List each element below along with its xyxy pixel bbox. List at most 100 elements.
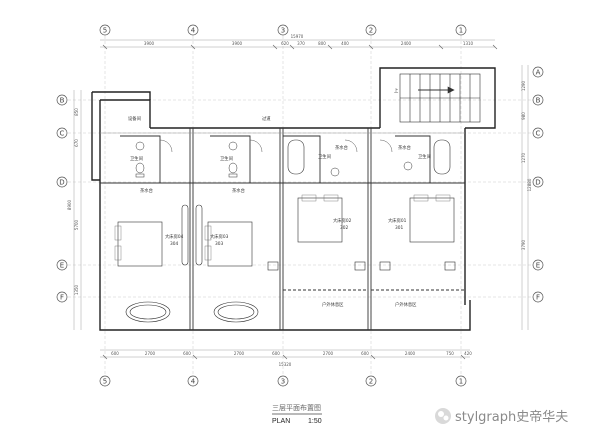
svg-text:15320: 15320: [279, 362, 292, 367]
svg-text:大床房01: 大床房01: [388, 217, 407, 224]
svg-text:1270: 1270: [521, 152, 526, 163]
right-axis-markers: [532, 66, 544, 303]
svg-text:3790: 3790: [521, 239, 526, 250]
svg-text:卫生间: 卫生间: [318, 153, 331, 160]
exterior-walls: [91, 67, 496, 331]
svg-text:12880: 12880: [527, 178, 532, 191]
svg-text:2400: 2400: [405, 351, 416, 356]
room-labels: 设备间 过道 卫生间 卫生间 卫生间 卫生间 茶水台 茶水台 茶水台 茶水台 大…: [128, 115, 431, 308]
svg-text:850: 850: [74, 108, 79, 116]
beds: [117, 197, 455, 267]
svg-text:303: 303: [215, 241, 223, 247]
left-axis-markers: [56, 94, 68, 303]
svg-text:980: 980: [521, 112, 526, 120]
left-dimension-values: 850 670 5700 1350 8900: [67, 108, 79, 295]
svg-text:620: 620: [281, 41, 289, 46]
watermark: stylgraph史帝华夫: [435, 408, 568, 425]
svg-text:C: C: [60, 130, 65, 138]
doors: [159, 139, 393, 153]
svg-text:D: D: [59, 179, 64, 187]
svg-text:15970: 15970: [291, 34, 304, 39]
bottom-dimension-values: 600 2700 600 2700 600 2700 600 2400 750 …: [111, 351, 472, 367]
svg-text:茶水台: 茶水台: [398, 144, 411, 151]
svg-text:茶水台: 茶水台: [232, 187, 245, 194]
svg-text:3900: 3900: [232, 41, 243, 46]
svg-text:三层平面布置图: 三层平面布置图: [272, 403, 321, 412]
svg-text:3900: 3900: [144, 41, 155, 46]
svg-text:1: 1: [459, 378, 463, 386]
svg-text:PLAN: PLAN: [272, 418, 290, 425]
svg-text:1310: 1310: [463, 41, 474, 46]
svg-text:5: 5: [103, 27, 107, 35]
bottom-axis-labels: 5 4 3 2 1: [103, 378, 463, 386]
left-axis-labels: B C D E F: [59, 97, 64, 302]
svg-text:茶水台: 茶水台: [140, 187, 153, 194]
svg-text:750: 750: [446, 351, 454, 356]
svg-text:B: B: [60, 97, 65, 105]
svg-text:3: 3: [281, 378, 285, 386]
svg-text:370: 370: [297, 41, 305, 46]
interior-walls: [100, 128, 465, 330]
bed-pillows: [114, 194, 451, 261]
svg-text:304: 304: [170, 241, 178, 247]
svg-text:C: C: [536, 130, 541, 138]
top-axis-labels: 5 4 3 2 1: [103, 27, 463, 35]
svg-text:8900: 8900: [67, 199, 72, 210]
svg-text:1: 1: [459, 27, 463, 35]
svg-text:2700: 2700: [145, 351, 156, 356]
stair: [399, 73, 481, 123]
svg-text:2700: 2700: [323, 351, 334, 356]
svg-text:卫生间: 卫生间: [418, 153, 431, 160]
stair-label: 上: [394, 87, 399, 94]
top-axis-markers: [99, 24, 467, 36]
svg-text:2: 2: [369, 378, 373, 386]
decor-columns: [181, 204, 456, 271]
svg-text:大床房02: 大床房02: [333, 217, 352, 224]
svg-text:302: 302: [340, 225, 348, 231]
svg-text:大床房03: 大床房03: [210, 233, 229, 240]
svg-text:600: 600: [361, 351, 369, 356]
svg-text:户外休息区: 户外休息区: [395, 301, 417, 308]
bottom-axis-markers: [99, 375, 467, 387]
svg-text:1290: 1290: [521, 80, 526, 91]
right-axis-labels: A B C D E F: [535, 69, 540, 302]
svg-text:过道: 过道: [262, 115, 271, 122]
right-dimension-values: 1290 980 1270 3790 12880: [521, 80, 532, 250]
bathtubs: [125, 139, 451, 323]
svg-text:600: 600: [183, 351, 191, 356]
dimension-ticks: [102, 44, 498, 360]
svg-text:D: D: [535, 179, 540, 187]
svg-text:4: 4: [191, 27, 196, 35]
svg-text:设备间: 设备间: [128, 115, 141, 122]
svg-text:A: A: [536, 69, 541, 77]
svg-text:600: 600: [111, 351, 119, 356]
svg-text:400: 400: [341, 41, 349, 46]
svg-text:1350: 1350: [74, 284, 79, 295]
svg-text:3: 3: [281, 27, 285, 35]
svg-text:1:50: 1:50: [308, 418, 322, 425]
svg-text:E: E: [60, 262, 64, 270]
svg-text:卫生间: 卫生间: [130, 155, 143, 162]
svg-text:4: 4: [191, 378, 196, 386]
svg-text:800: 800: [318, 41, 326, 46]
top-dimension-values: 3900 3900 620 370 800 400 2400 1310 1597…: [144, 34, 474, 46]
svg-text:5700: 5700: [74, 219, 79, 230]
svg-text:2700: 2700: [234, 351, 245, 356]
svg-text:茶水台: 茶水台: [335, 144, 348, 151]
bathroom-fixtures: [135, 141, 413, 178]
svg-text:5: 5: [103, 378, 107, 386]
svg-text:420: 420: [464, 351, 472, 356]
svg-text:2: 2: [369, 27, 373, 35]
svg-text:670: 670: [74, 139, 79, 147]
svg-text:B: B: [536, 97, 541, 105]
svg-text:600: 600: [272, 351, 280, 356]
svg-text:大床房04: 大床房04: [165, 233, 184, 240]
svg-text:卫生间: 卫生间: [220, 155, 233, 162]
svg-text:F: F: [60, 294, 64, 302]
svg-text:户外休息区: 户外休息区: [322, 301, 344, 308]
svg-text:301: 301: [395, 225, 403, 231]
svg-text:F: F: [536, 294, 540, 302]
svg-text:E: E: [536, 262, 540, 270]
watermark-text: stylgraph史帝华夫: [455, 409, 568, 425]
